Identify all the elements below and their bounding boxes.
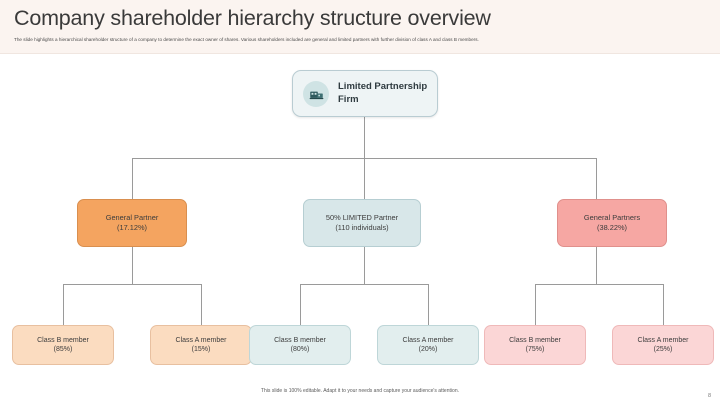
- node-general-partners[interactable]: General Partners (38.22%): [557, 199, 667, 247]
- page-number: 8: [707, 393, 711, 399]
- partnership-firm-icon: [303, 80, 329, 107]
- node-gp-class-a-text: Class A member (15%): [173, 336, 230, 355]
- node-gps-class-b-label: Class B member: [509, 336, 561, 344]
- connector-to-general-partner: [132, 158, 133, 199]
- node-lp-class-a-text: Class A member (20%): [400, 336, 457, 355]
- root-label-line1: Limited: [338, 81, 372, 93]
- hierarchy-diagram: Limited Partnership Firm General Partner…: [0, 53, 720, 383]
- connector-to-limited-partner: [364, 158, 365, 199]
- connector-branch3-bus: [535, 284, 663, 285]
- node-limited-partner[interactable]: 50% LIMITED Partner (110 individuals): [303, 199, 421, 247]
- node-lp-class-a[interactable]: Class A member (20%): [377, 325, 479, 365]
- node-gps-class-a-label: Class A member: [637, 336, 689, 344]
- node-gp-class-b-text: Class B member (85%): [34, 336, 92, 355]
- node-general-partner-text: General Partner (17.12%): [103, 213, 162, 233]
- node-general-partner-label: General Partner: [105, 213, 159, 223]
- node-gps-class-a[interactable]: Class A member (25%): [612, 325, 714, 365]
- connector-branch3-leaf2: [663, 284, 664, 325]
- node-lp-class-a-value: (20%): [418, 346, 438, 353]
- node-gps-class-a-text: Class A member (25%): [635, 336, 692, 355]
- connector-branch2-down: [364, 247, 365, 284]
- node-gp-class-a-value: (15%): [191, 346, 211, 353]
- node-gps-class-b-text: Class B member (75%): [506, 336, 564, 355]
- node-general-partner[interactable]: General Partner (17.12%): [77, 199, 187, 247]
- root-label-line2: Partnership Firm: [338, 81, 428, 105]
- node-limited-partnership-firm[interactable]: Limited Partnership Firm: [292, 70, 438, 117]
- node-gps-class-b[interactable]: Class B member (75%): [484, 325, 586, 365]
- footer-note: This slide is 100% editable. Adapt it to…: [260, 388, 460, 394]
- node-lp-class-b[interactable]: Class B member (80%): [249, 325, 351, 365]
- node-gps-class-a-value: (25%): [653, 346, 673, 353]
- node-general-partner-value: (17.12%): [117, 223, 147, 232]
- slide-header: Company shareholder hierarchy structure …: [0, 0, 720, 53]
- connector-branch2-leaf2: [428, 284, 429, 325]
- connector-branch3-leaf1: [535, 284, 536, 325]
- connector-branch1-leaf2: [201, 284, 202, 325]
- node-lp-class-b-value: (80%): [290, 346, 310, 353]
- node-gps-class-b-value: (75%): [525, 346, 545, 353]
- page-title: Company shareholder hierarchy structure …: [14, 6, 491, 30]
- node-root-label: Limited Partnership Firm: [338, 81, 437, 106]
- node-gp-class-a[interactable]: Class A member (15%): [150, 325, 252, 365]
- node-gp-class-b-label: Class B member: [37, 336, 89, 344]
- node-general-partners-text: General Partners (38.22%): [581, 213, 643, 233]
- node-gp-class-a-label: Class A member: [175, 336, 227, 344]
- connector-branch3-down: [596, 247, 597, 284]
- connector-branch1-down: [132, 247, 133, 284]
- node-gp-class-b[interactable]: Class B member (85%): [12, 325, 114, 365]
- header-divider: [0, 53, 720, 54]
- connector-root-down: [364, 117, 365, 158]
- connector-to-general-partners: [596, 158, 597, 199]
- page-subtitle: The slide highlights a hierarchical shar…: [14, 37, 479, 42]
- connector-branch1-leaf1: [63, 284, 64, 325]
- node-general-partners-value: (38.22%): [597, 223, 627, 232]
- node-limited-partner-value: (110 individuals): [335, 223, 389, 232]
- node-lp-class-b-label: Class B member: [274, 336, 326, 344]
- node-limited-partner-label: 50% LIMITED Partner: [325, 213, 399, 223]
- node-gp-class-b-value: (85%): [53, 346, 73, 353]
- connector-branch1-bus: [63, 284, 201, 285]
- node-lp-class-a-label: Class A member: [402, 336, 454, 344]
- node-lp-class-b-text: Class B member (80%): [271, 336, 329, 355]
- connector-branch2-leaf1: [300, 284, 301, 325]
- node-limited-partner-text: 50% LIMITED Partner (110 individuals): [323, 213, 401, 233]
- connector-branch2-bus: [300, 284, 428, 285]
- node-general-partners-label: General Partners: [583, 213, 641, 223]
